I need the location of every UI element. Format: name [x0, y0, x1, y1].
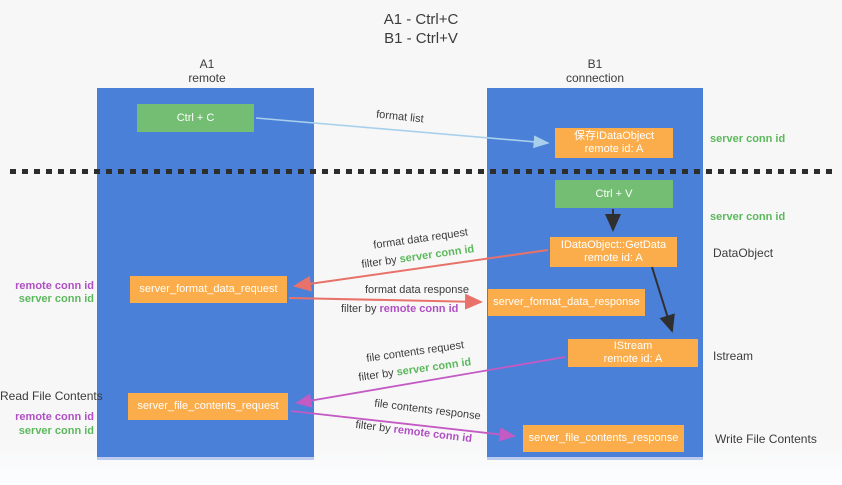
ctrl-c-node: Ctrl + C	[137, 104, 254, 132]
server-file-contents-response-label: server_file_contents_response	[528, 432, 679, 444]
filter-by-remote-conn-id-label-2: filter by remote conn id	[355, 419, 473, 445]
remote-conn-id-annotation-top: remote conn id	[15, 280, 94, 292]
dataobject-annotation: DataObject	[713, 246, 774, 260]
istream-annotation: Istream	[713, 349, 754, 363]
read-file-contents-annotation: Read File Contents	[0, 389, 103, 403]
server-format-data-request-label: server_format_data_request	[139, 283, 278, 295]
ctrl-c-label: Ctrl + C	[176, 111, 215, 124]
diagram-title: A1 - Ctrl+C B1 - Ctrl+V	[0, 10, 842, 48]
server-conn-id-text: server conn id	[395, 356, 473, 379]
machine-boundary-dotted-line	[10, 169, 836, 174]
format-data-response-label: format data response	[365, 284, 469, 296]
server-conn-id-annotation-top: server conn id	[710, 133, 786, 145]
filter-by-text: filter by	[341, 303, 380, 315]
title-line-2: B1 - Ctrl+V	[384, 30, 458, 47]
format-list-label: format list	[375, 108, 425, 126]
format-data-response-arrow	[288, 293, 483, 310]
write-file-contents-annotation: Write File Contents	[715, 432, 817, 446]
filter-by-text: filter by	[357, 366, 398, 384]
server-format-data-response-node: server_format_data_response	[488, 289, 645, 316]
lane-header-b1: B1 connection	[535, 57, 655, 85]
server-file-contents-request-label: server_file_contents_request	[137, 400, 279, 412]
server-file-contents-request-node: server_file_contents_request	[128, 393, 288, 420]
server-conn-id-annotation-left-bottom: server conn id	[18, 425, 94, 437]
istream-line2: remote id: A	[603, 353, 663, 365]
remote-conn-id-text: remote conn id	[379, 303, 459, 315]
filter-by-remote-conn-id-label-1: filter by remote conn id	[341, 303, 458, 315]
server-format-data-response-label: server_format_data_response	[493, 296, 640, 308]
save-idataobject-line2: remote id: A	[584, 143, 644, 155]
title-line-1: A1 - Ctrl+C	[383, 11, 459, 28]
server-conn-id-annotation-left-top: server conn id	[18, 293, 94, 305]
lane-b1-role: connection	[565, 71, 625, 85]
getdata-line2: remote id: A	[584, 252, 643, 264]
save-idataobject-line1: 保存IDataObject	[573, 130, 655, 142]
remote-conn-id-text: remote conn id	[392, 423, 473, 446]
idataobject-getdata-node: IDataObject::GetData remote id: A	[550, 237, 677, 267]
filter-by-text: filter by	[360, 253, 401, 271]
remote-conn-id-annotation-bottom: remote conn id	[15, 411, 94, 423]
server-file-contents-response-node: server_file_contents_response	[523, 425, 684, 452]
server-format-data-request-node: server_format_data_request	[130, 276, 287, 303]
istream-line1: IStream	[613, 340, 653, 352]
ctrl-v-node: Ctrl + V	[555, 180, 673, 208]
getdata-line1: IDataObject::GetData	[560, 239, 667, 251]
file-contents-response-label: file contents response	[373, 397, 482, 423]
istream-node: IStream remote id: A	[568, 339, 698, 367]
lane-header-a1: A1 remote	[147, 57, 267, 85]
lane-b1-name: B1	[587, 57, 603, 71]
lane-a1-role: remote	[188, 71, 226, 85]
server-conn-id-annotation-mid: server conn id	[710, 211, 786, 223]
filter-by-text: filter by	[354, 418, 395, 436]
lane-a1-name: A1	[199, 57, 215, 71]
save-idataobject-node: 保存IDataObject remote id: A	[555, 128, 673, 158]
ctrl-v-label: Ctrl + V	[595, 187, 633, 200]
